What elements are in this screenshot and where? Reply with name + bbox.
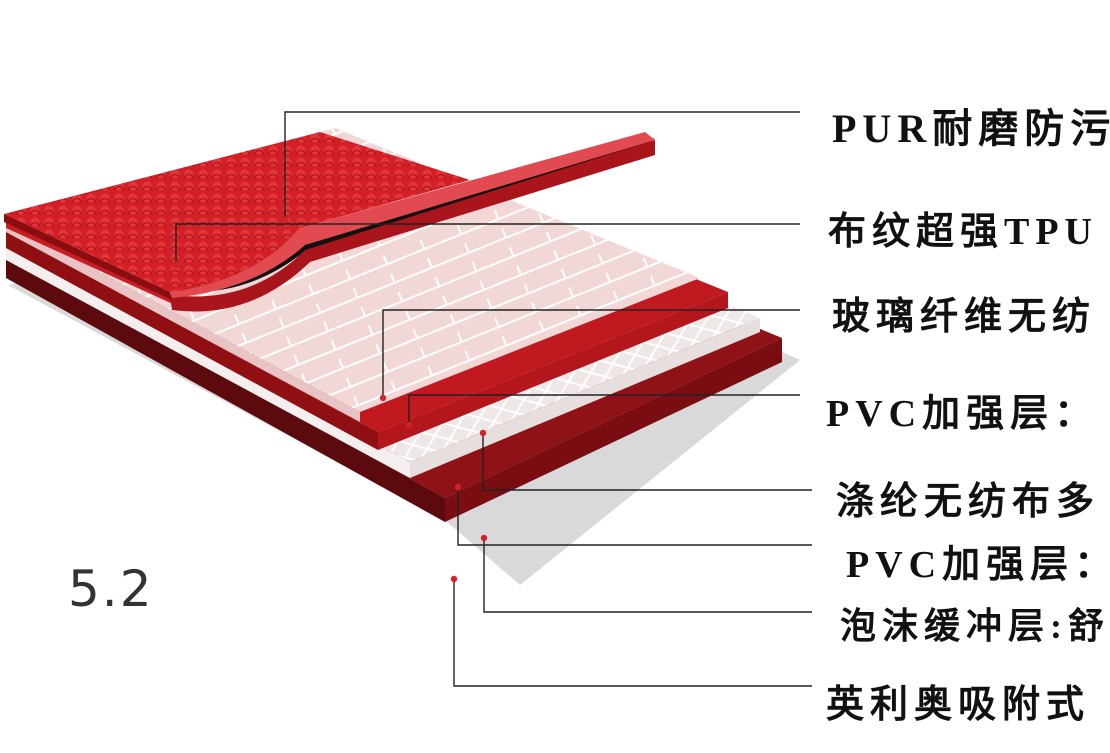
leader-line-1 xyxy=(175,223,800,265)
layer-label-pvc-1: PVC加强层： xyxy=(826,393,1099,435)
leader-dot-2 xyxy=(379,394,387,402)
leader-line-5 xyxy=(457,487,812,546)
leader-line-6 xyxy=(483,538,812,613)
leader-dot-0 xyxy=(281,216,289,224)
leader-line-7 xyxy=(453,579,812,687)
fiberglass-layer xyxy=(6,222,360,422)
pur-surface xyxy=(4,132,470,292)
leader-lines xyxy=(175,111,812,687)
layer-label-fiberglass: 玻璃纤维无纺 xyxy=(832,296,1097,338)
leader-dot-4 xyxy=(479,429,487,437)
pvc-layer xyxy=(6,232,378,450)
leader-dot-7 xyxy=(450,575,458,583)
leader-dot-3 xyxy=(405,421,413,429)
foam-layer xyxy=(6,245,410,478)
thickness-label: 5.2 xyxy=(68,560,154,618)
leader-line-3 xyxy=(408,394,800,425)
leader-line-4 xyxy=(482,433,812,491)
layer-label-tpu: 布纹超强TPU xyxy=(828,211,1099,253)
layer-label-pur: PUR耐磨防污 xyxy=(832,106,1110,151)
leader-line-0 xyxy=(284,111,800,220)
layer-label-foam: 泡沫缓冲层:舒 xyxy=(840,606,1110,646)
leader-dot-5 xyxy=(454,483,462,491)
leader-dot-6 xyxy=(480,534,488,542)
layer-label-polyester: 涤纶无纺布多 xyxy=(836,481,1101,523)
leader-line-2 xyxy=(382,309,800,398)
leader-dot-1 xyxy=(172,261,180,269)
layer-label-base: 英利奥吸附式 xyxy=(826,684,1091,726)
leader-dots xyxy=(172,216,488,583)
layer-label-pvc-2: PVC加强层： xyxy=(846,544,1110,586)
base-layer xyxy=(6,255,445,522)
